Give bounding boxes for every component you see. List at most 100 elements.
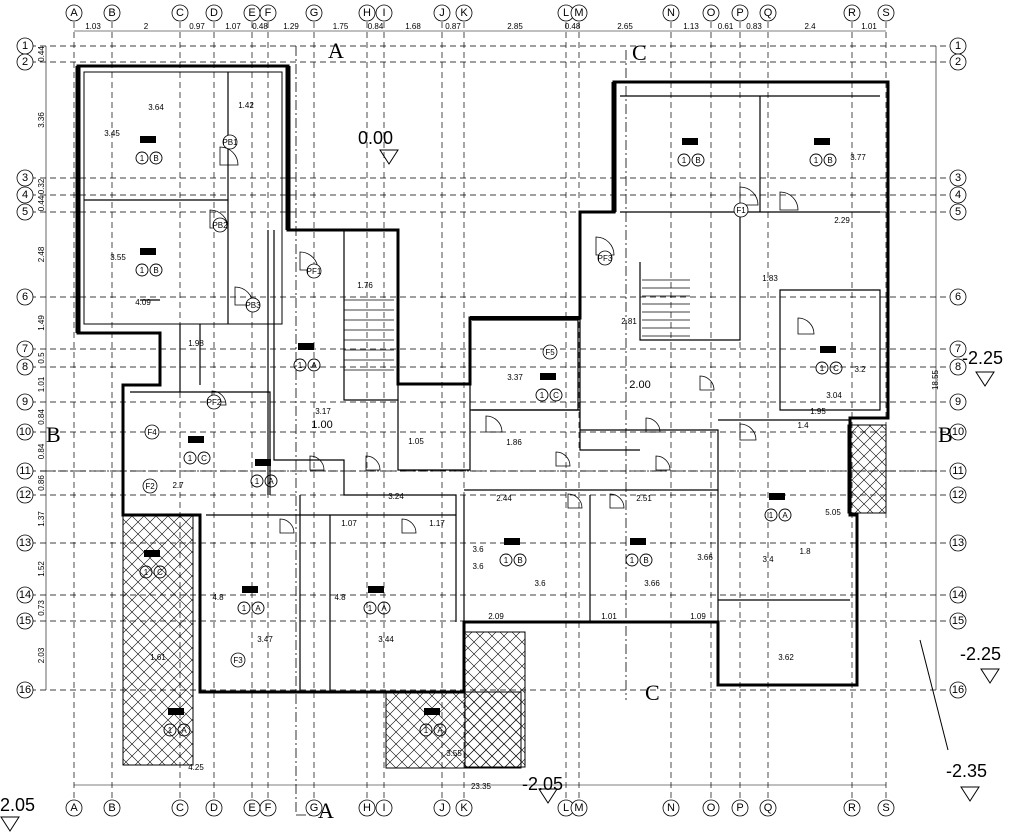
grid-bubble: [949, 288, 967, 306]
room-dimension: 4.25: [188, 763, 204, 772]
level-right-bottom: -2.35: [946, 761, 987, 781]
opening-tag-circle: [245, 297, 261, 313]
room-number: 1: [424, 726, 429, 735]
grid-bubble-label-N: N: [667, 7, 675, 19]
room-tag-bar: [255, 459, 271, 466]
grid-bubble-label-P: P: [736, 7, 743, 19]
grid-bubble-label-3: 3: [22, 172, 28, 184]
left-dimension: 0.5: [37, 352, 46, 364]
grid-bubble: [16, 288, 34, 306]
top-dimension: 1.07: [225, 22, 241, 31]
grid-bubble: [16, 186, 34, 204]
room-dimension: 2.09: [488, 612, 504, 621]
room-dimension: 3.47: [257, 635, 273, 644]
room-number: 1: [140, 266, 145, 275]
grid-bubble: [731, 799, 749, 817]
room-number-circle: [677, 153, 691, 167]
top-dimension: 2.4: [804, 22, 816, 31]
wall: [299, 495, 331, 692]
hatched-terraces: [122, 424, 887, 769]
grid-bubble-label-E: E: [248, 7, 255, 19]
grid-bubble-label-11: 11: [952, 465, 963, 477]
door-swing: [309, 455, 325, 471]
grid-bubble-label-6: 6: [22, 291, 28, 303]
wall: [84, 72, 271, 495]
room-dimension: 1.83: [762, 274, 778, 283]
opening-tag-circle: [597, 250, 613, 266]
opening-tag-circle: [306, 263, 322, 279]
grid-bubble: [358, 4, 376, 22]
room-dimension: 3.66: [697, 553, 713, 562]
room-type-circle: [177, 723, 191, 737]
grid-bubble: [16, 681, 34, 699]
grid-bubble-label-S: S: [882, 802, 889, 814]
grid-bubble-label-11: 11: [19, 465, 30, 477]
room-dimension: 1.61: [150, 653, 166, 662]
room-type-circle: [691, 153, 705, 167]
opening-tag: PB1: [222, 138, 238, 147]
grid-bubble-label-B: B: [108, 802, 115, 814]
room-number-circle: [135, 151, 149, 165]
top-dimension: 2: [144, 22, 149, 31]
grid-bubble: [949, 612, 967, 630]
room-dimension: 3.24: [388, 492, 404, 501]
level-stair-landing: 1.00: [311, 419, 332, 431]
room-number-circle: [535, 388, 549, 402]
grid-bubble: [171, 4, 189, 22]
grid-bubble: [949, 53, 967, 71]
room-tag-bar: [682, 138, 698, 145]
grid-bubble-label-Q: Q: [764, 7, 773, 19]
overall-width: 23.35: [471, 782, 492, 791]
door-swing: [211, 390, 227, 406]
room-type: A: [255, 604, 261, 613]
room-number-circle: [250, 474, 264, 488]
room-dimension: 4.8: [212, 593, 224, 602]
grid-bubble: [375, 4, 393, 22]
opening-tag-circle: [542, 344, 558, 360]
grid-bubble-label-E: E: [248, 802, 255, 814]
grid-bubble-label-1: 1: [22, 40, 28, 52]
grid-bubble: [949, 393, 967, 411]
section-b-right: B: [938, 422, 953, 447]
grid-bubble-label-D: D: [210, 7, 218, 19]
door-swing: [219, 146, 239, 166]
section-a-bottom: A: [318, 798, 334, 823]
room-number: 1: [820, 364, 825, 373]
door-swing: [645, 417, 661, 433]
grid-bubble-label-9: 9: [955, 396, 961, 408]
level-right-lower: -2.25: [960, 644, 1001, 664]
grid-bubble-label-16: 16: [952, 684, 964, 696]
grid-bubble-label-G: G: [310, 7, 319, 19]
grid-bubble: [949, 340, 967, 358]
left-dimension: 1.37: [37, 511, 46, 527]
wall: [470, 409, 719, 485]
left-dimension: 1.49: [37, 315, 46, 331]
grid-bubble: [16, 340, 34, 358]
top-dimension: 1.29: [283, 22, 299, 31]
room-tag-bar: [140, 248, 156, 255]
room-dimension: 2.7: [172, 481, 184, 490]
room-number-circle: [135, 263, 149, 277]
door-swing: [595, 236, 615, 256]
grid-bubble-label-10: 10: [952, 426, 964, 438]
left-dimension: 3.36: [37, 112, 46, 128]
level-marker: [980, 668, 1000, 684]
grid-bubble-label-5: 5: [955, 206, 961, 218]
grid-bubble: [103, 799, 121, 817]
opening-tag: F3: [233, 656, 243, 665]
level-bottom-center: -2.05: [522, 774, 563, 794]
grid-bubble: [65, 4, 83, 22]
door-swing: [209, 209, 229, 229]
room-dimension: 3.17: [315, 407, 331, 416]
grid-bubble: [731, 4, 749, 22]
room-dimension: 1.8: [799, 547, 811, 556]
door-swing: [797, 317, 815, 335]
room-type: B: [153, 154, 158, 163]
left-dimension: 0.32: [37, 178, 46, 194]
room-type: A: [311, 361, 317, 370]
door-swing: [609, 493, 625, 509]
grid-bubble-label-H: H: [363, 7, 371, 19]
grid-bubble: [16, 393, 34, 411]
room-dimension: 3.6: [534, 579, 546, 588]
